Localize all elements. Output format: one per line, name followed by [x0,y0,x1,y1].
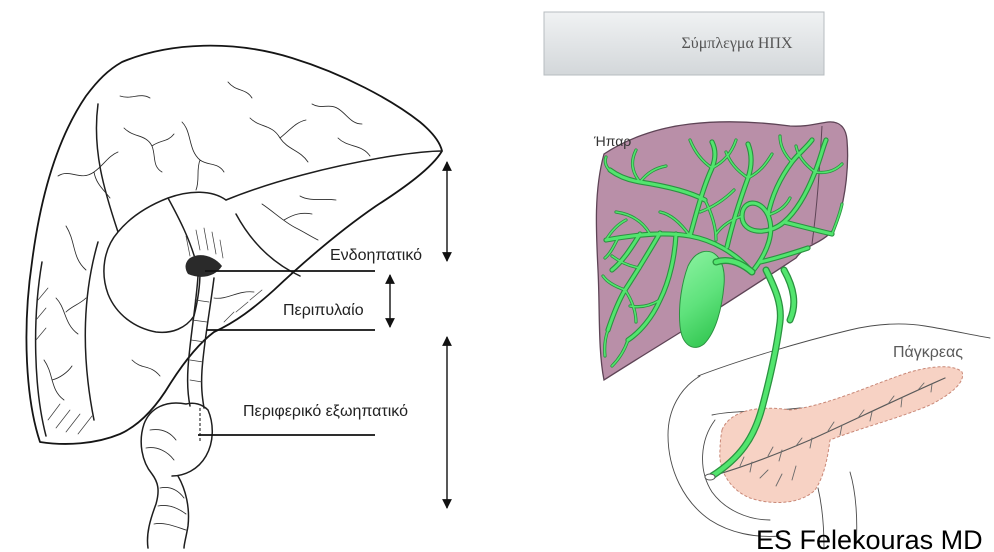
author-credit: ES Felekouras MD [756,525,983,552]
duodenum-sketch [141,403,212,548]
intrahepatic-label: Ενδοηπατικό [330,247,422,264]
pancreas [720,367,963,503]
distal-extrahepatic-label: Περιφερικό εξωηπατικό [243,403,408,420]
title-box: Σύμπλεγμα ΗΠΧ [544,12,824,75]
right-biliary-illustration: Ήπαρ Πάγκρεας [593,122,990,548]
title-box-label: Σύμπλεγμα ΗΠΧ [681,35,793,52]
perihilar-label: Περιπυλαίο [283,302,364,319]
ampulla-opening [705,474,715,480]
pancreas-label: Πάγκρεας [893,344,963,361]
left-liver-sketch [26,46,442,548]
liver-label: Ήπαρ [593,133,631,149]
